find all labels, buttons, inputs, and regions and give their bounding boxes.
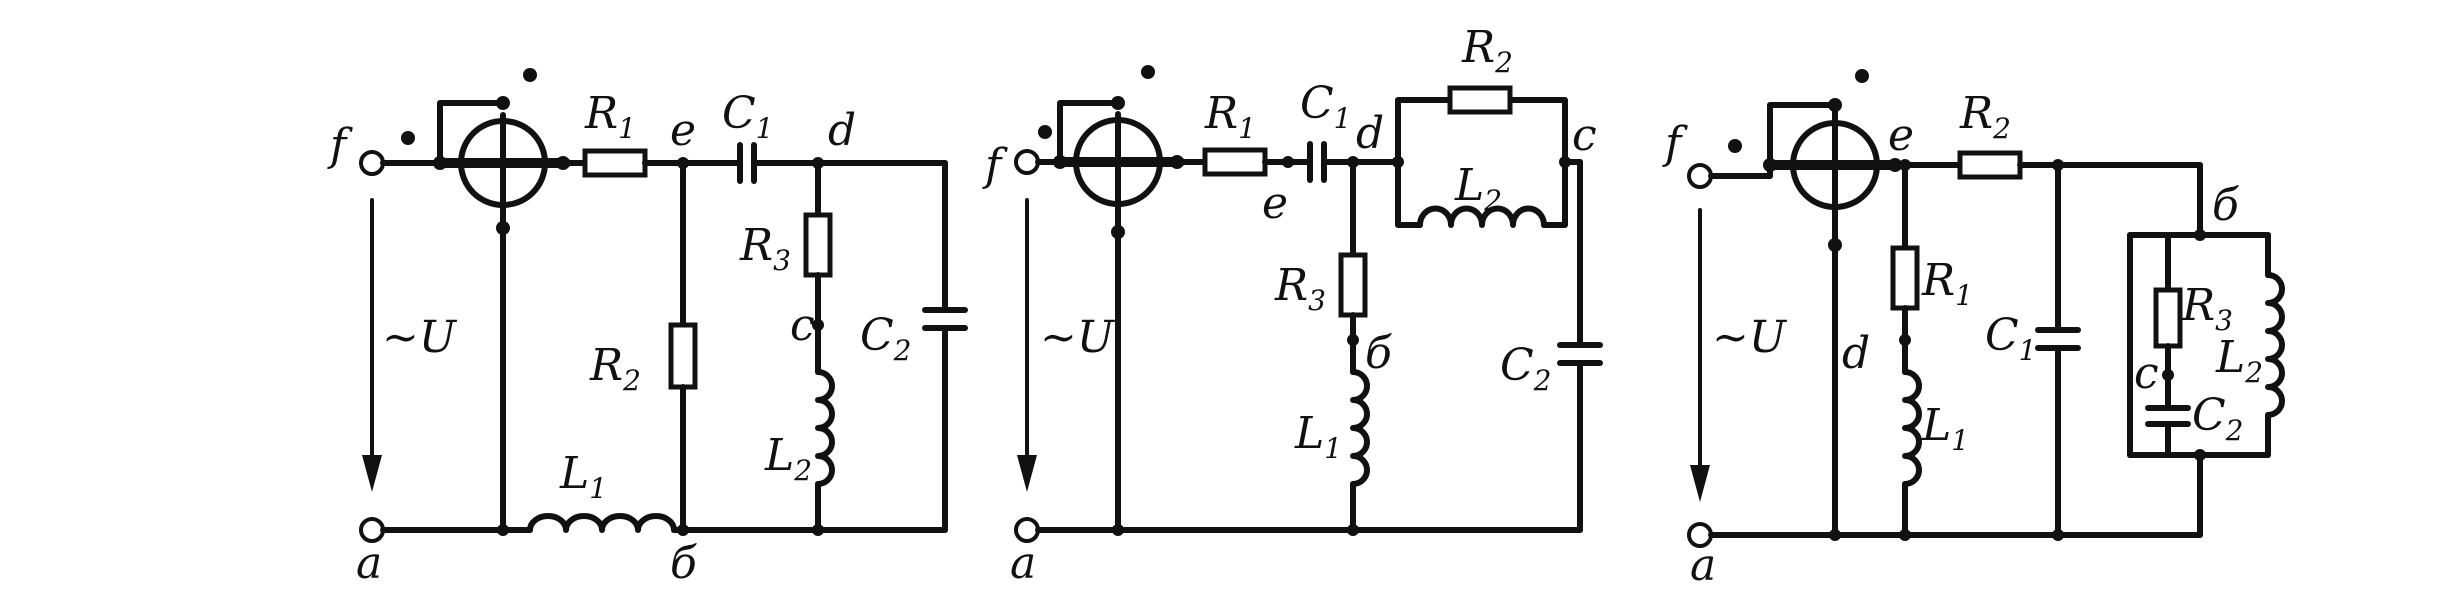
source-label-3: ~U xyxy=(1712,312,1788,363)
voltage-arrow-3 xyxy=(1690,208,1710,502)
node-b-label-3: б xyxy=(2212,180,2239,231)
voltage-arrow-2 xyxy=(1017,198,1037,492)
node-e-label-1: e xyxy=(670,105,696,156)
node-e-label-3: e xyxy=(1888,110,1914,161)
inductor-l2-3 xyxy=(2265,272,2285,418)
node xyxy=(1392,156,1404,168)
node-d-3 xyxy=(1899,334,1911,346)
circuit-1: f a ~U R1 xyxy=(327,68,968,589)
resistor-r1-1 xyxy=(582,148,648,178)
resistor-r1-3 xyxy=(1890,245,1920,311)
label-r1-2: R1 xyxy=(1204,88,1256,145)
label-c2-3: C2 xyxy=(2192,390,2244,447)
terminal-f-label-2: f xyxy=(982,140,1008,191)
label-c2-1: C2 xyxy=(860,310,912,367)
label-l2-1: L2 xyxy=(764,430,812,487)
node xyxy=(1347,524,1359,536)
node xyxy=(1829,529,1841,541)
circuit-3: f a ~U e R2 б xyxy=(1662,69,2285,591)
source-label-2: ~U xyxy=(1040,312,1116,363)
node xyxy=(1112,524,1124,536)
label-l1-1: L1 xyxy=(559,448,607,505)
resistor-r2-3 xyxy=(1957,150,2023,180)
label-r3-2: R3 xyxy=(1274,260,1326,317)
node-b-2 xyxy=(1347,334,1359,346)
node-c-2 xyxy=(1559,156,1571,168)
label-c1-3: C1 xyxy=(1985,310,2037,367)
source-label-1: ~U xyxy=(382,312,458,363)
node-d-label-2: d xyxy=(1356,108,1384,159)
label-c1-1: C1 xyxy=(722,88,774,145)
label-l1-3: L1 xyxy=(1921,400,1969,457)
node-b-label-2: б xyxy=(1365,328,1392,379)
node-c-label-2: c xyxy=(1572,110,1597,161)
terminal-a-label-1: a xyxy=(356,538,382,589)
node-c-label-3: c xyxy=(2134,348,2159,399)
label-l2-3: L2 xyxy=(2215,332,2263,389)
resistor-r1-2 xyxy=(1202,147,1268,177)
node xyxy=(1899,529,1911,541)
label-r3-1: R3 xyxy=(739,220,791,277)
node-c-3 xyxy=(2162,369,2174,381)
label-r1-1: R1 xyxy=(584,88,636,145)
node-b-label-1: б xyxy=(670,538,697,589)
terminal-f-1 xyxy=(359,150,385,176)
node-b-1 xyxy=(677,524,689,536)
terminal-f-label-3: f xyxy=(1662,118,1688,169)
label-c1-2: C1 xyxy=(1300,78,1352,135)
terminal-a-label-2: a xyxy=(1010,538,1036,589)
terminal-f-3 xyxy=(1687,163,1713,189)
label-l1-2: L1 xyxy=(1294,408,1342,465)
node-d-label-1: d xyxy=(828,105,856,156)
node xyxy=(2194,449,2206,461)
node xyxy=(2052,529,2064,541)
terminal-a-label-3: a xyxy=(1690,540,1716,591)
resistor-r3-3 xyxy=(2153,287,2183,349)
voltage-arrow-1 xyxy=(362,198,382,492)
inductor-l1-1 xyxy=(527,513,677,533)
label-l2-2: L2 xyxy=(1454,160,1502,217)
node xyxy=(812,524,824,536)
circuit-2: f a ~U R1 e C1 xyxy=(982,22,1603,589)
node-c-label-1: c xyxy=(790,300,815,351)
resistor-r3-2 xyxy=(1338,252,1368,318)
wattmeter-3 xyxy=(1728,69,1903,252)
node xyxy=(497,524,509,536)
resistor-r2-1 xyxy=(668,322,698,390)
inductor-l2-2 xyxy=(1417,205,1547,228)
resistor-r3-1 xyxy=(803,212,833,278)
inductor-l1-3 xyxy=(1902,369,1922,487)
terminal-f-label-1: f xyxy=(327,120,353,171)
label-c2-2: C2 xyxy=(1500,340,1552,397)
resistor-r2-2 xyxy=(1447,85,1513,115)
terminal-f-2 xyxy=(1014,149,1040,175)
node-c-1 xyxy=(812,319,824,331)
wattmeter-1 xyxy=(401,68,571,235)
label-r2-3: R2 xyxy=(1959,88,2011,145)
inductor-l1-2 xyxy=(1350,369,1370,487)
node-e-label-2: e xyxy=(1262,178,1288,229)
label-r3-3: R3 xyxy=(2181,280,2233,337)
node-e-2 xyxy=(1282,156,1294,168)
wattmeter-2 xyxy=(1038,65,1185,239)
label-r2-1: R2 xyxy=(589,340,641,397)
label-r2-2: R2 xyxy=(1461,22,1513,79)
label-r1-3: R1 xyxy=(1921,255,1973,312)
node-d-label-3: d xyxy=(1842,328,1870,379)
inductor-l2-1 xyxy=(815,369,835,487)
